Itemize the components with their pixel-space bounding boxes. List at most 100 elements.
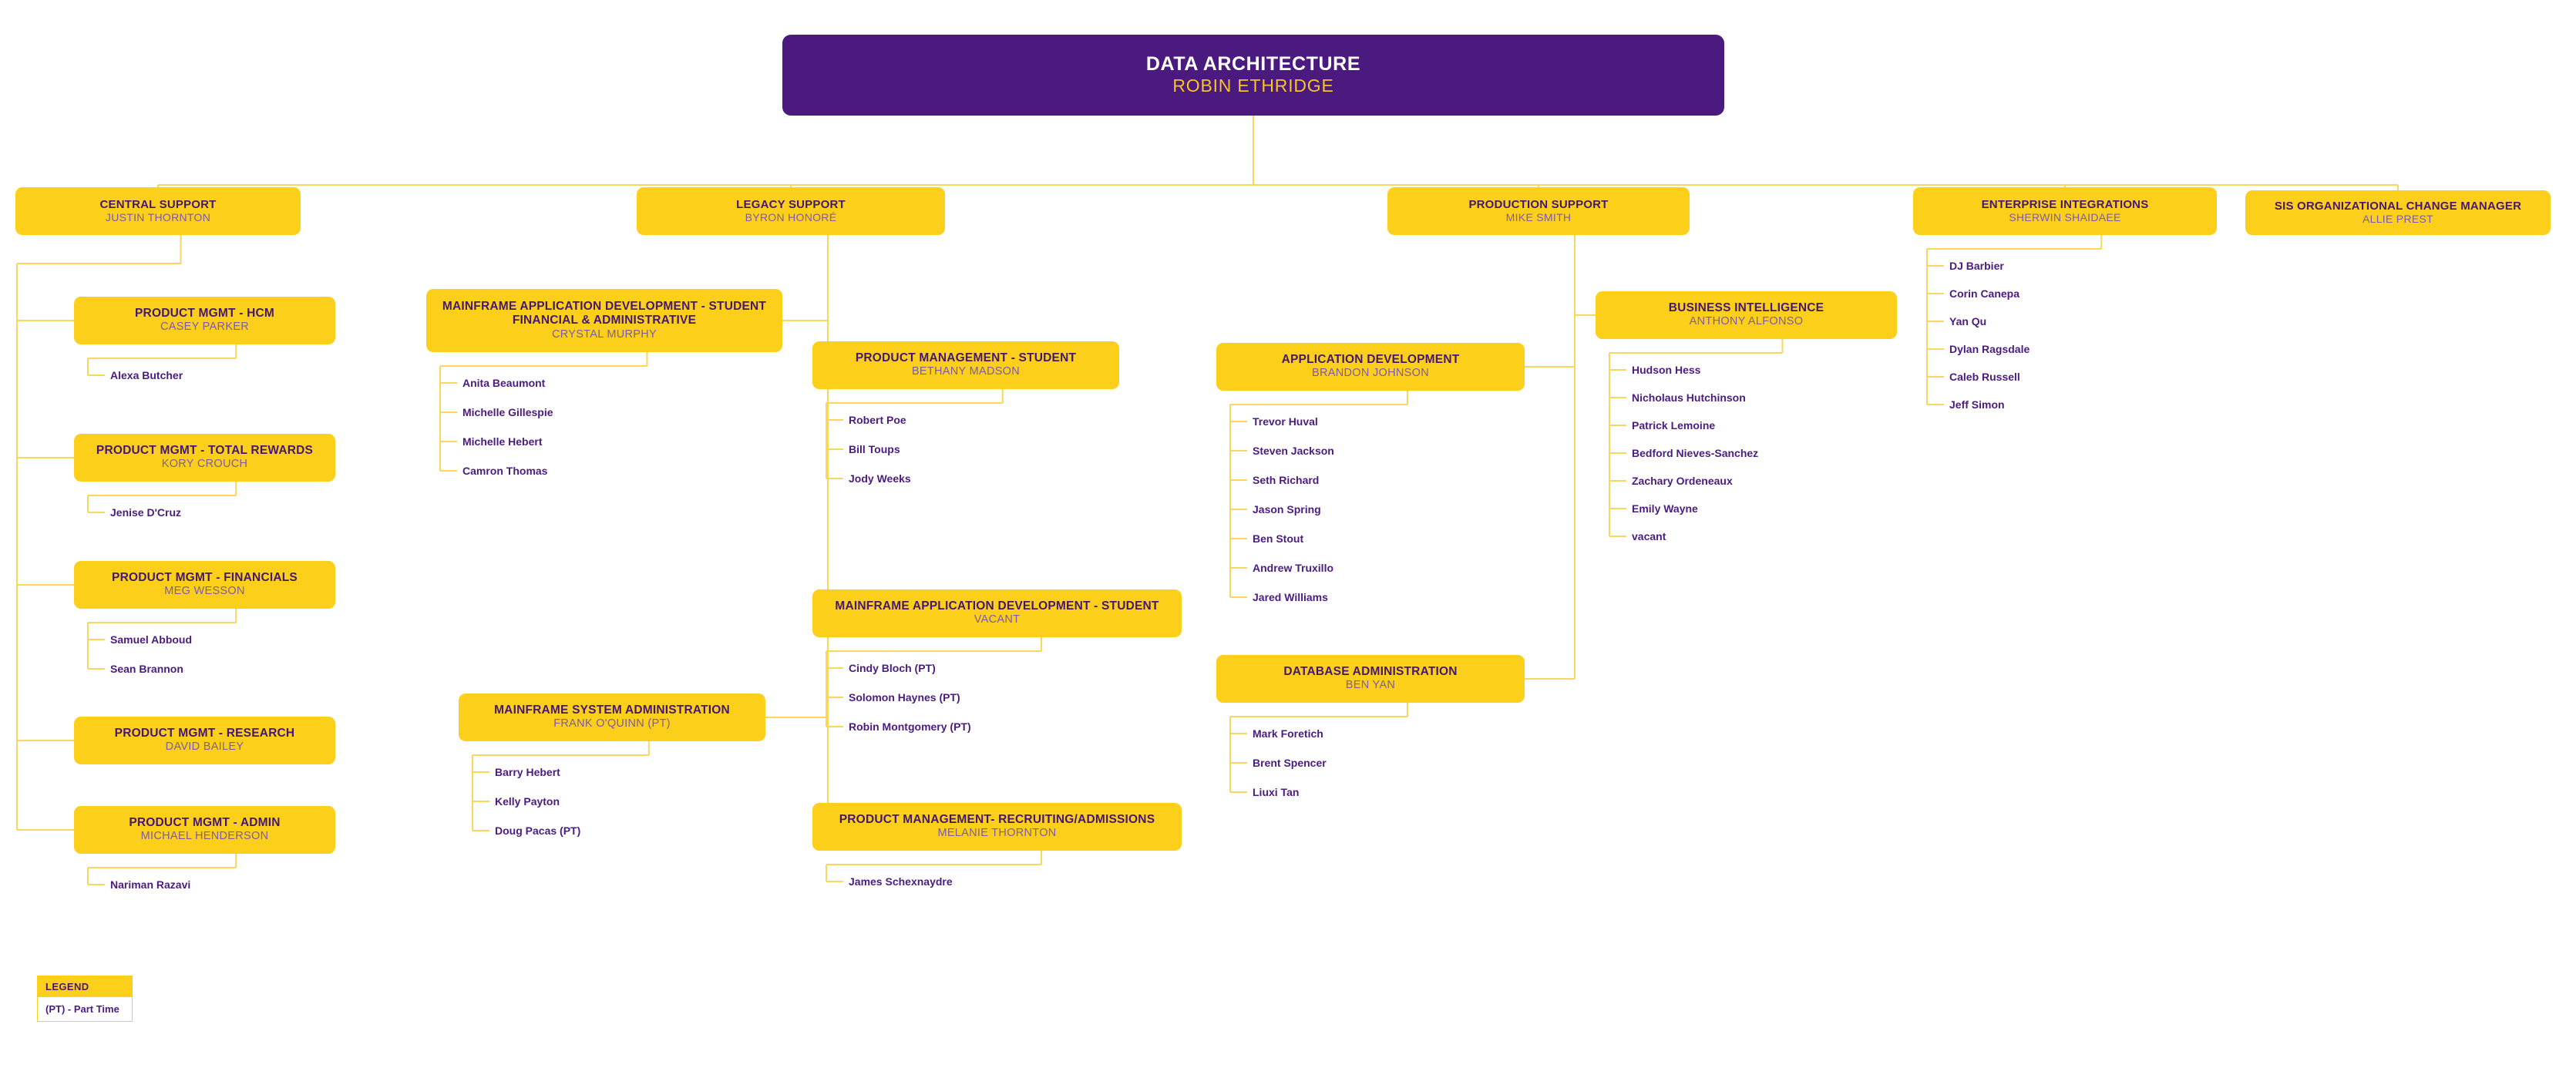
org-member-label[interactable]: Trevor Huval: [1253, 415, 1318, 428]
org-member-label[interactable]: Barry Hebert: [495, 766, 560, 778]
org-member-label[interactable]: Yan Qu: [1949, 315, 1987, 327]
org-member-label[interactable]: vacant: [1632, 530, 1666, 542]
org-member-label[interactable]: Nicholaus Hutchinson: [1632, 391, 1746, 404]
org-node-mainframe-app-dev-student[interactable]: MAINFRAME APPLICATION DEVELOPMENT - STUD…: [812, 589, 1182, 637]
org-node-title: PRODUCTION SUPPORT: [1468, 197, 1609, 211]
org-member-label[interactable]: Andrew Truxillo: [1253, 562, 1334, 574]
org-node-manager: BETHANY MADSON: [911, 365, 1021, 378]
org-member-label[interactable]: Samuel Abboud: [110, 633, 193, 646]
org-node-manager: SHERWIN SHAIDAEE: [2009, 211, 2121, 224]
org-node-manager: ROBIN ETHRIDGE: [1172, 76, 1334, 96]
org-member-label[interactable]: Caleb Russell: [1949, 371, 2020, 383]
org-member-label[interactable]: Hudson Hess: [1632, 364, 1701, 376]
org-member-label[interactable]: Jeff Simon: [1949, 398, 2005, 411]
org-node-manager: DAVID BAILEY: [165, 740, 244, 754]
org-member-label[interactable]: Cindy Bloch (PT): [849, 662, 936, 674]
org-node-manager: MICHAEL HENDERSON: [140, 830, 269, 843]
org-node-manager: JUSTIN THORNTON: [105, 211, 211, 224]
org-node-product-management-recruiting-admissions[interactable]: PRODUCT MANAGEMENT- RECRUITING/ADMISSION…: [812, 803, 1182, 851]
org-member-label[interactable]: James Schexnaydre: [849, 875, 953, 888]
org-node-manager: MELANIE THORNTON: [937, 827, 1057, 840]
org-member-label[interactable]: Steven Jackson: [1253, 445, 1334, 457]
org-node-title: PRODUCT MGMT - HCM: [135, 307, 274, 321]
org-node-manager: BRANDON JOHNSON: [1312, 367, 1429, 380]
org-member-label[interactable]: Nariman Razavi: [110, 878, 191, 891]
org-node-manager: ANTHONY ALFONSO: [1689, 315, 1804, 328]
org-node-title: LEGACY SUPPORT: [736, 197, 846, 211]
org-member-label[interactable]: Camron Thomas: [462, 465, 548, 477]
legend-heading: LEGEND: [38, 976, 132, 997]
org-member-label[interactable]: Alexa Butcher: [110, 369, 183, 381]
org-node-manager: VACANT: [974, 613, 1021, 626]
org-node-title: MAINFRAME SYSTEM ADMINISTRATION: [494, 704, 730, 717]
org-member-label[interactable]: Doug Pacas (PT): [495, 824, 581, 837]
org-member-label[interactable]: Emily Wayne: [1632, 502, 1698, 515]
org-node-title: PRODUCT MANAGEMENT - STUDENT: [855, 351, 1077, 365]
org-member-label[interactable]: Jody Weeks: [849, 472, 911, 485]
org-member-label[interactable]: Dylan Ragsdale: [1949, 343, 2030, 355]
org-member-label[interactable]: Mark Foretich: [1253, 727, 1323, 740]
org-member-label[interactable]: Michelle Hebert: [462, 435, 543, 448]
legend: LEGEND(PT) - Part Time: [37, 976, 133, 1022]
org-node-title: CENTRAL SUPPORT: [99, 197, 217, 211]
org-member-label[interactable]: Robin Montgomery (PT): [849, 720, 971, 733]
org-member-label[interactable]: Bedford Nieves-Sanchez: [1632, 447, 1759, 459]
org-node-title: PRODUCT MGMT - RESEARCH: [114, 727, 295, 740]
org-node-manager: ALLIE PREST: [2362, 213, 2433, 226]
org-node-title: PRODUCT MANAGEMENT- RECRUITING/ADMISSION…: [839, 813, 1155, 827]
org-node-manager: CRYSTAL MURPHY: [551, 327, 657, 341]
org-node-title: APPLICATION DEVELOPMENT: [1281, 353, 1460, 367]
org-node-manager: KORY CROUCH: [161, 458, 248, 471]
org-member-label[interactable]: Michelle Gillespie: [462, 406, 553, 418]
org-member-label[interactable]: Anita Beaumont: [462, 377, 546, 389]
org-member-label[interactable]: Brent Spencer: [1253, 757, 1327, 769]
org-node-manager: MEG WESSON: [164, 585, 245, 598]
org-node-manager: BEN YAN: [1345, 679, 1396, 692]
org-node-title: PRODUCT MGMT - TOTAL REWARDS: [96, 444, 314, 458]
org-node-manager: CASEY PARKER: [160, 321, 250, 334]
org-node-title: PRODUCT MGMT - ADMIN: [129, 816, 281, 830]
org-member-label[interactable]: Jared Williams: [1253, 591, 1328, 603]
org-node-manager: BYRON HONORÉ: [745, 211, 837, 224]
org-member-label[interactable]: Zachary Ordeneaux: [1632, 475, 1733, 487]
org-member-label[interactable]: Robert Poe: [849, 414, 906, 426]
org-member-label[interactable]: Kelly Payton: [495, 795, 560, 808]
org-member-label[interactable]: Solomon Haynes (PT): [849, 691, 960, 704]
org-member-label[interactable]: Corin Canepa: [1949, 287, 2020, 300]
org-node-title: SIS ORGANIZATIONAL CHANGE MANAGER: [2274, 199, 2522, 213]
org-node-title: MAINFRAME APPLICATION DEVELOPMENT - STUD…: [442, 300, 767, 327]
org-member-label[interactable]: DJ Barbier: [1949, 260, 2004, 272]
org-node-title: MAINFRAME APPLICATION DEVELOPMENT - STUD…: [835, 599, 1159, 613]
org-member-label[interactable]: Seth Richard: [1253, 474, 1320, 486]
org-node-mainframe-app-dev-student-financial-admin[interactable]: MAINFRAME APPLICATION DEVELOPMENT - STUD…: [426, 289, 782, 352]
org-node-title: ENTERPRISE INTEGRATIONS: [1981, 197, 2149, 211]
org-member-label[interactable]: Patrick Lemoine: [1632, 419, 1716, 432]
org-node-title: DATA ARCHITECTURE: [1145, 52, 1361, 75]
org-member-label[interactable]: Ben Stout: [1253, 532, 1304, 545]
org-member-label[interactable]: Jason Spring: [1253, 503, 1321, 515]
org-member-label[interactable]: Bill Toups: [849, 443, 900, 455]
org-node-manager: MIKE SMITH: [1505, 211, 1572, 224]
org-member-label[interactable]: Jenise D'Cruz: [110, 506, 182, 519]
org-node-manager: FRANK O'QUINN (PT): [553, 717, 671, 730]
org-member-label[interactable]: Sean Brannon: [110, 663, 183, 675]
org-node-title: BUSINESS INTELLIGENCE: [1668, 301, 1824, 315]
org-member-label[interactable]: Liuxi Tan: [1253, 786, 1300, 798]
